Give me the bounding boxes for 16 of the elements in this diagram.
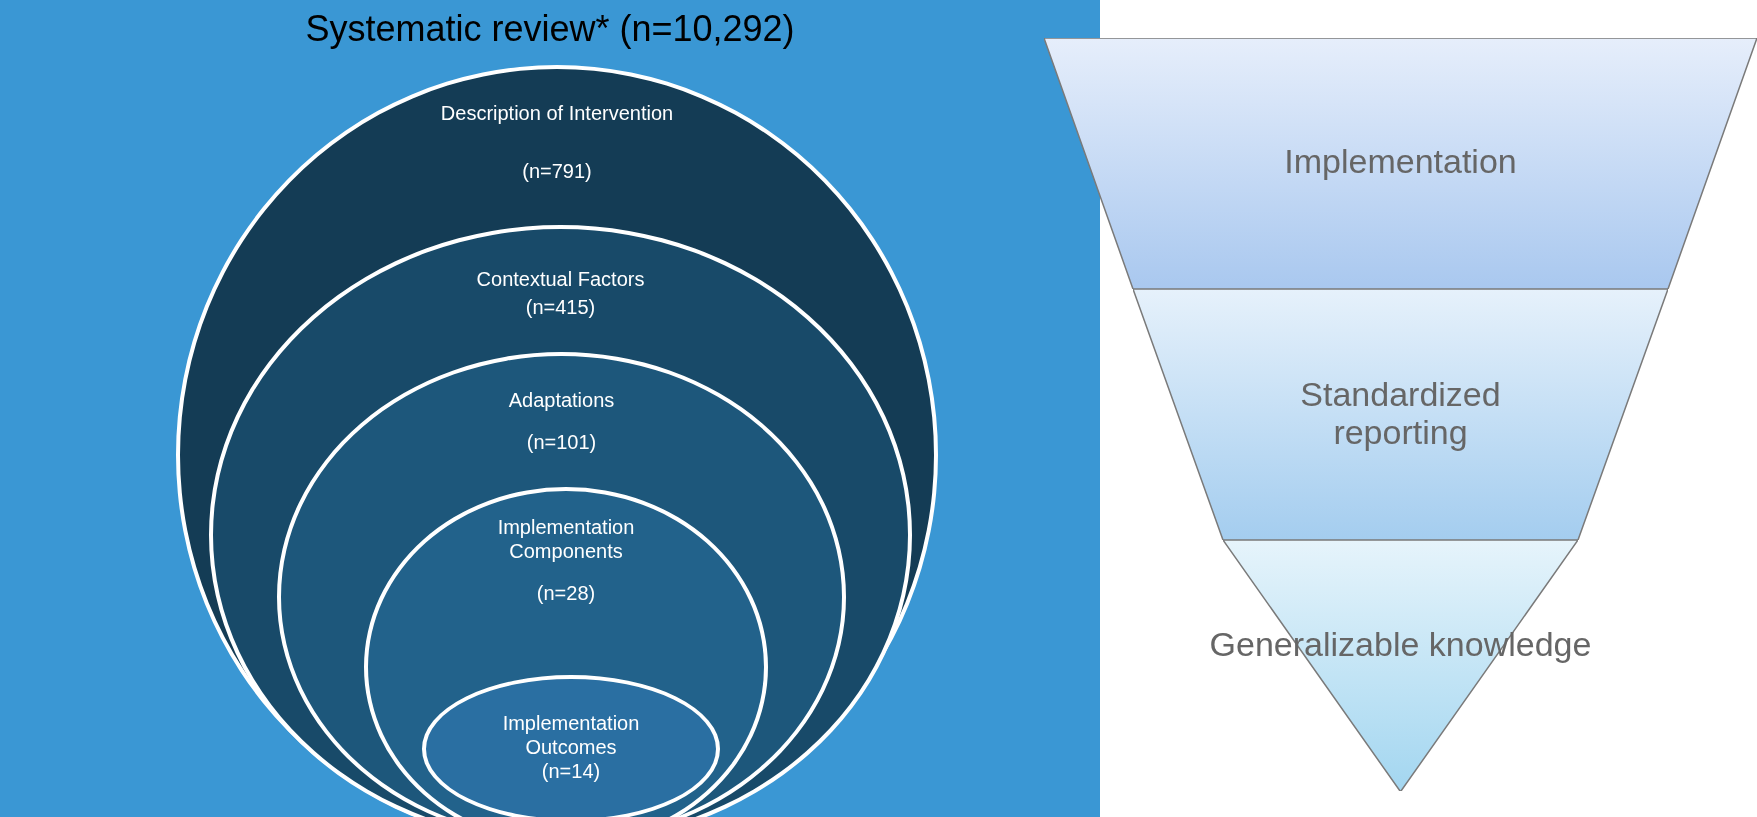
funnel-label: Implementation [1283,142,1518,180]
count-label: (n=791) [521,159,593,183]
category-label: Adaptations [507,388,616,412]
funnel-label: Standardized reporting [1299,375,1502,451]
category-label: Implementation Components [496,515,636,563]
category-label: Implementation Outcomes [501,711,641,759]
category-label: Description of Intervention [439,101,675,125]
panel-title: Systematic review* (n=10,292) [304,8,796,50]
count-label: (n=415) [524,295,597,319]
funnel-band [1044,38,1757,289]
review-panel [0,0,1100,817]
funnel-band [1133,289,1668,540]
count-label: (n=14) [540,759,602,783]
count-label: (n=28) [535,581,597,605]
count-label: (n=101) [525,430,598,454]
category-label: Contextual Factors [475,267,646,291]
